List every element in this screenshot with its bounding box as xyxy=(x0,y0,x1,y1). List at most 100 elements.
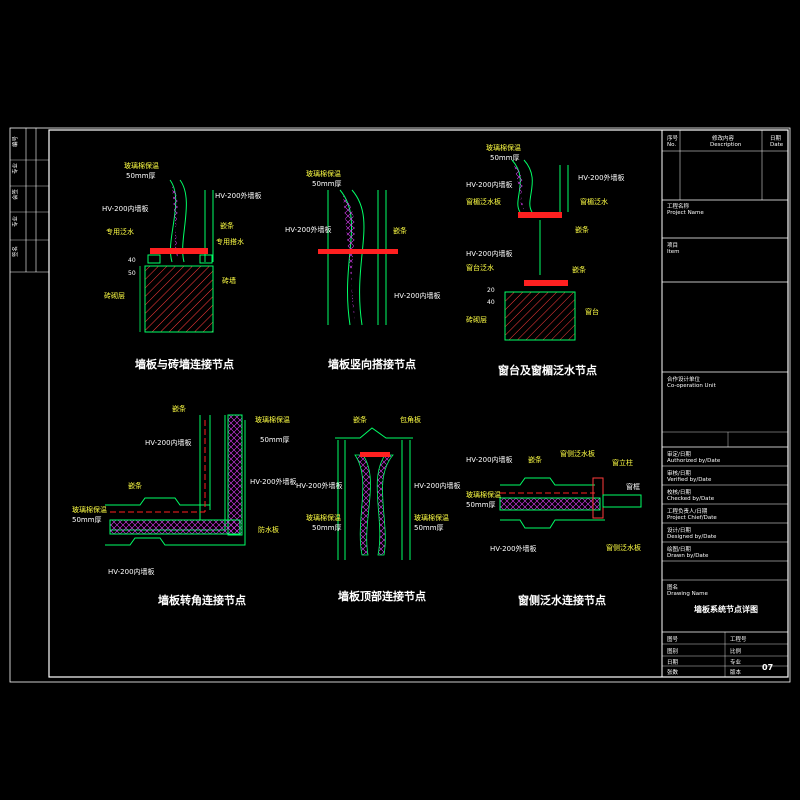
label: 50mm厚 xyxy=(260,436,290,444)
label: HV-200内墙板 xyxy=(466,180,513,189)
bottom-label: 图号 xyxy=(667,635,679,643)
label: 玻璃棉保温 xyxy=(306,513,341,522)
label: 窗立柱 xyxy=(612,458,633,467)
label: 窗楣泛水 xyxy=(580,197,608,206)
label: 砖砌层 xyxy=(104,291,125,300)
label: 嵌条 xyxy=(220,221,234,230)
detail-caption: 墙板转角连接节点 xyxy=(158,593,246,607)
title-block: 序号 No. 修改内容 Description 日期 Date 工程名称 Pro… xyxy=(661,130,788,677)
label: 50mm厚 xyxy=(490,154,520,162)
label: 50mm厚 xyxy=(126,172,156,180)
role-label-en: Project Chief/Date xyxy=(667,515,717,521)
label: 50mm厚 xyxy=(466,501,496,509)
label: 嵌条 xyxy=(128,481,142,490)
detail-5: 嵌条 包角板 HV-200外墙板 HV-200内墙板 玻璃棉保温 50mm厚 玻… xyxy=(296,415,461,603)
co-designer-label: 合作设计单位 xyxy=(667,375,701,383)
role-label-en: Authorized by/Date xyxy=(667,458,721,464)
label: 玻璃棉保温 xyxy=(486,143,521,152)
label: 窗侧泛水板 xyxy=(606,543,641,552)
label: 嵌条 xyxy=(353,415,367,424)
label: 窗楣泛水板 xyxy=(466,197,501,206)
bottom-label: 版本 xyxy=(730,668,742,676)
bottom-label: 比例 xyxy=(730,647,742,655)
detail-3: 玻璃棉保温 50mm厚 HV-200内墙板 HV-200外墙板 窗楣泛水板 窗楣… xyxy=(466,143,625,377)
detail-1: 玻璃棉保温 50mm厚 HV-200内墙板 HV-200外墙板 专用泛水 嵌条 … xyxy=(102,161,262,371)
project-label: 工程名称 xyxy=(667,202,690,210)
detail-4: 嵌条 玻璃棉保温 50mm厚 HV-200内墙板 HV-200外墙板 玻璃棉保温… xyxy=(72,404,297,607)
bottom-label: 日期 xyxy=(667,659,679,666)
dimension: 20 xyxy=(487,287,495,294)
detail-caption: 墙板与砖墙连接节点 xyxy=(135,357,234,371)
label: 嵌条 xyxy=(172,404,186,413)
strip-label: 会签 xyxy=(11,188,19,200)
detail-caption: 窗台及窗楣泛水节点 xyxy=(498,363,597,377)
label: HV-200外墙板 xyxy=(285,225,332,234)
label: 玻璃棉保温 xyxy=(466,490,501,499)
role-label-en: Designed by/Date xyxy=(667,534,717,540)
label: 玻璃棉保温 xyxy=(255,415,290,424)
revision-header-no-en: No. xyxy=(667,142,676,148)
role-label-en: Drawn by/Date xyxy=(667,553,709,559)
bottom-label: 图别 xyxy=(667,647,678,655)
dimension: 40 xyxy=(487,299,495,306)
revision-header-desc-en: Description xyxy=(710,142,742,148)
outer-frame xyxy=(9,127,791,683)
label: HV-200外墙板 xyxy=(490,544,537,553)
label: 50mm厚 xyxy=(414,524,444,532)
label: 50mm厚 xyxy=(312,524,342,532)
label: HV-200外墙板 xyxy=(578,173,625,182)
label: 50mm厚 xyxy=(72,516,102,524)
label: 防水板 xyxy=(258,525,279,534)
strip-label: 专业 xyxy=(11,215,19,227)
label: 窗框 xyxy=(626,482,640,491)
bottom-label: 专业 xyxy=(730,658,742,666)
label: HV-200内墙板 xyxy=(108,567,155,576)
revision-header-no: 序号 xyxy=(667,134,679,142)
bottom-label: 张数 xyxy=(667,668,679,676)
detail-6: HV-200内墙板 嵌条 窗侧泛水板 窗立柱 玻璃棉保温 50mm厚 窗框 HV… xyxy=(466,449,642,607)
drawing-name-label-en: Drawing Name xyxy=(667,591,708,597)
strip-label: 专业 xyxy=(11,162,19,174)
label: HV-200内墙板 xyxy=(414,481,461,490)
revision-header-desc: 修改内容 xyxy=(712,134,735,142)
strip-label: 编号 xyxy=(11,135,19,147)
label: 玻璃棉保温 xyxy=(72,505,107,514)
role-label: 工程负责人/日期 xyxy=(667,507,708,515)
role-label: 设计/日期 xyxy=(667,526,691,534)
label: 50mm厚 xyxy=(312,180,342,188)
drawing-name-label: 图名 xyxy=(667,583,678,591)
project-label-en: Project Name xyxy=(667,210,704,216)
item-label-en: Item xyxy=(667,249,680,255)
role-label: 审定/日期 xyxy=(667,450,691,458)
label: 专用搭水 xyxy=(216,237,244,246)
detail-caption: 墙板顶部连接节点 xyxy=(338,589,426,603)
label: 窗台泛水 xyxy=(466,263,494,272)
label: 玻璃棉保温 xyxy=(124,161,159,170)
revision-header-date: 日期 xyxy=(770,135,782,142)
label: 嵌条 xyxy=(572,265,586,274)
label: 窗侧泛水板 xyxy=(560,449,595,458)
role-label: 校核/日期 xyxy=(667,488,691,496)
label: HV-200内墙板 xyxy=(145,438,192,447)
label: HV-200外墙板 xyxy=(296,481,343,490)
strip-label: 签名 xyxy=(11,246,19,257)
detail-caption: 墙板竖向搭接节点 xyxy=(328,357,416,371)
dimension: 40 xyxy=(128,257,136,264)
item-label: 项目 xyxy=(667,242,678,249)
label: 嵌条 xyxy=(393,226,407,235)
label: HV-200内墙板 xyxy=(394,291,441,300)
dimension: 50 xyxy=(128,270,136,277)
label: 砖墙 xyxy=(222,276,236,285)
bottom-label: 工程号 xyxy=(730,635,747,643)
drawing-name: 墙板系统节点详图 xyxy=(694,604,758,614)
role-label: 绘图/日期 xyxy=(667,545,691,553)
label: 玻璃棉保温 xyxy=(306,169,341,178)
sheet-number: 07 xyxy=(762,663,773,672)
label: 嵌条 xyxy=(528,455,542,464)
co-designer-label-en: Co-operation Unit xyxy=(667,383,717,389)
role-label-en: Verified by/Date xyxy=(667,477,712,483)
label: HV-200外墙板 xyxy=(215,191,262,200)
role-label-en: Checked by/Date xyxy=(667,496,715,502)
drawing-frame xyxy=(48,129,789,678)
